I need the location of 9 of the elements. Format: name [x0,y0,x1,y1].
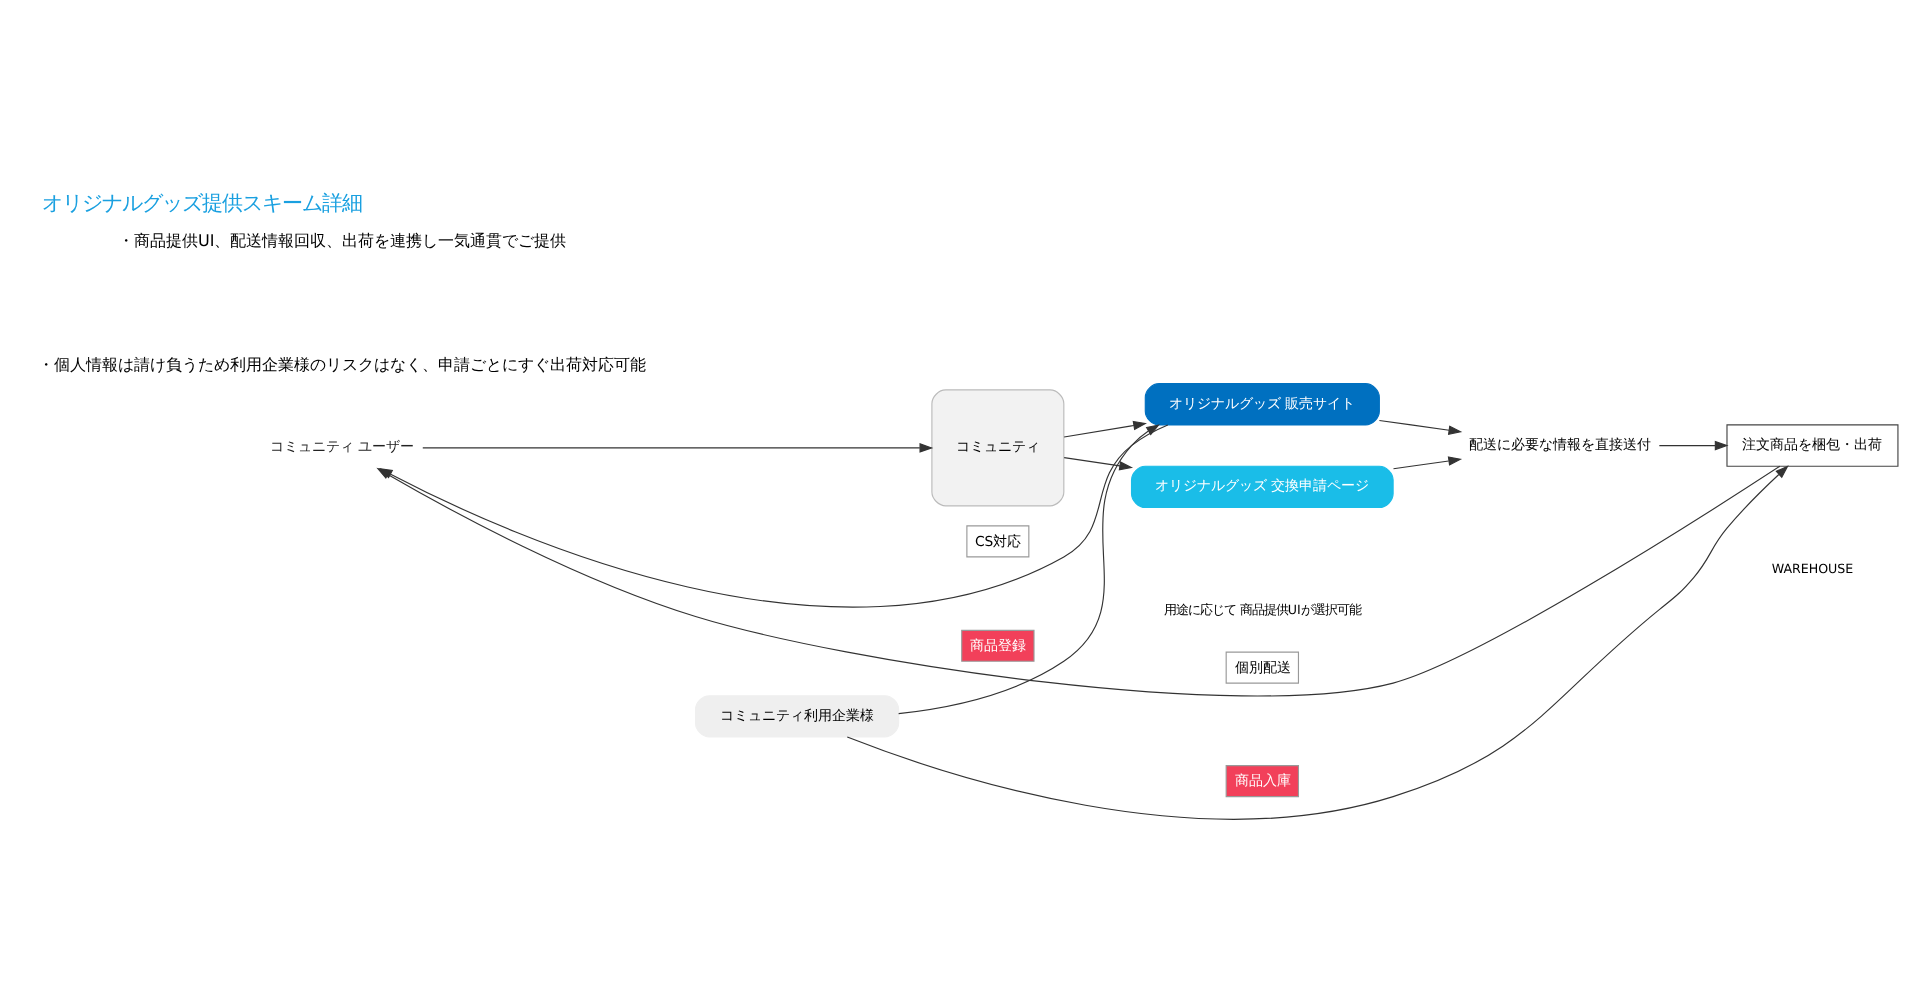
arrow [1658,440,1729,451]
arrow [898,424,1160,715]
arrow [1063,457,1134,471]
diagram-title: オリジナルグッズ提供スキーム詳細 [41,191,362,216]
arrow [1063,420,1147,438]
arrow [1378,419,1463,435]
arrow [846,465,1789,820]
arrow [422,443,934,453]
arrow [1392,456,1463,470]
